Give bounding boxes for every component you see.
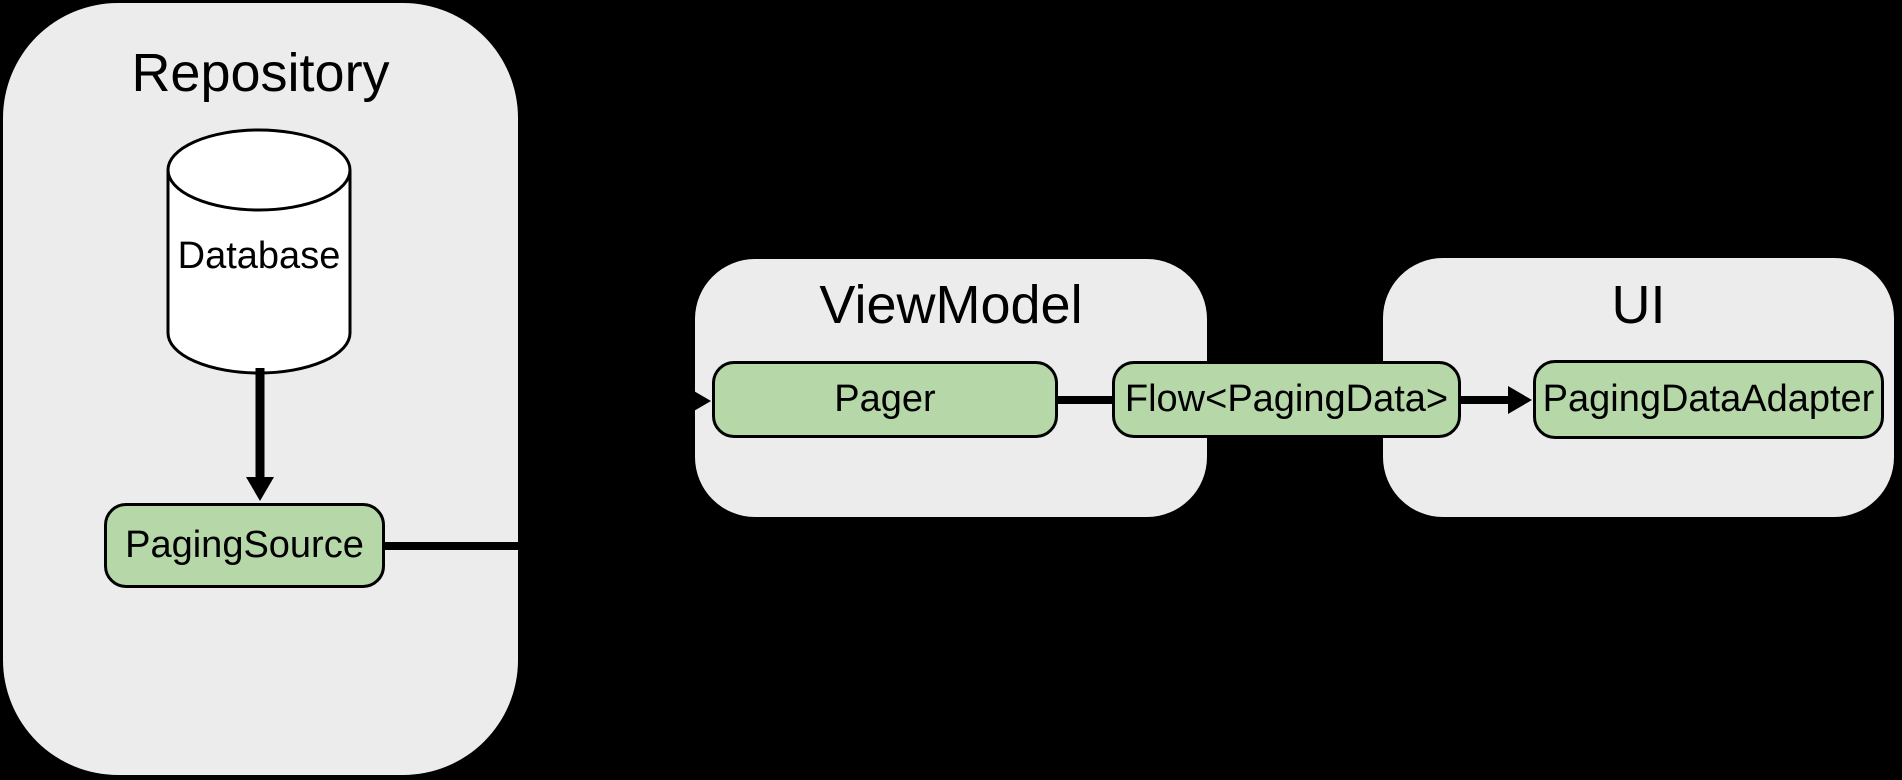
flow-paging-data-label: Flow<PagingData> <box>1124 378 1449 420</box>
viewmodel-title: ViewModel <box>819 275 1083 335</box>
pager-node: Pager <box>712 361 1058 438</box>
paging-source-label: PagingSource <box>125 524 364 566</box>
paging-data-adapter-node: PagingDataAdapter <box>1533 360 1884 439</box>
database-node-label: Database <box>177 234 341 277</box>
ui-title: UI <box>1611 275 1666 335</box>
repository-title: Repository <box>131 43 390 103</box>
paging-data-adapter-label: PagingDataAdapter <box>1542 378 1875 420</box>
pager-label: Pager <box>834 378 936 420</box>
paging-source-node: PagingSource <box>104 503 385 588</box>
flow-paging-data-node: Flow<PagingData> <box>1112 361 1461 438</box>
container-repository: Repository <box>3 3 518 775</box>
